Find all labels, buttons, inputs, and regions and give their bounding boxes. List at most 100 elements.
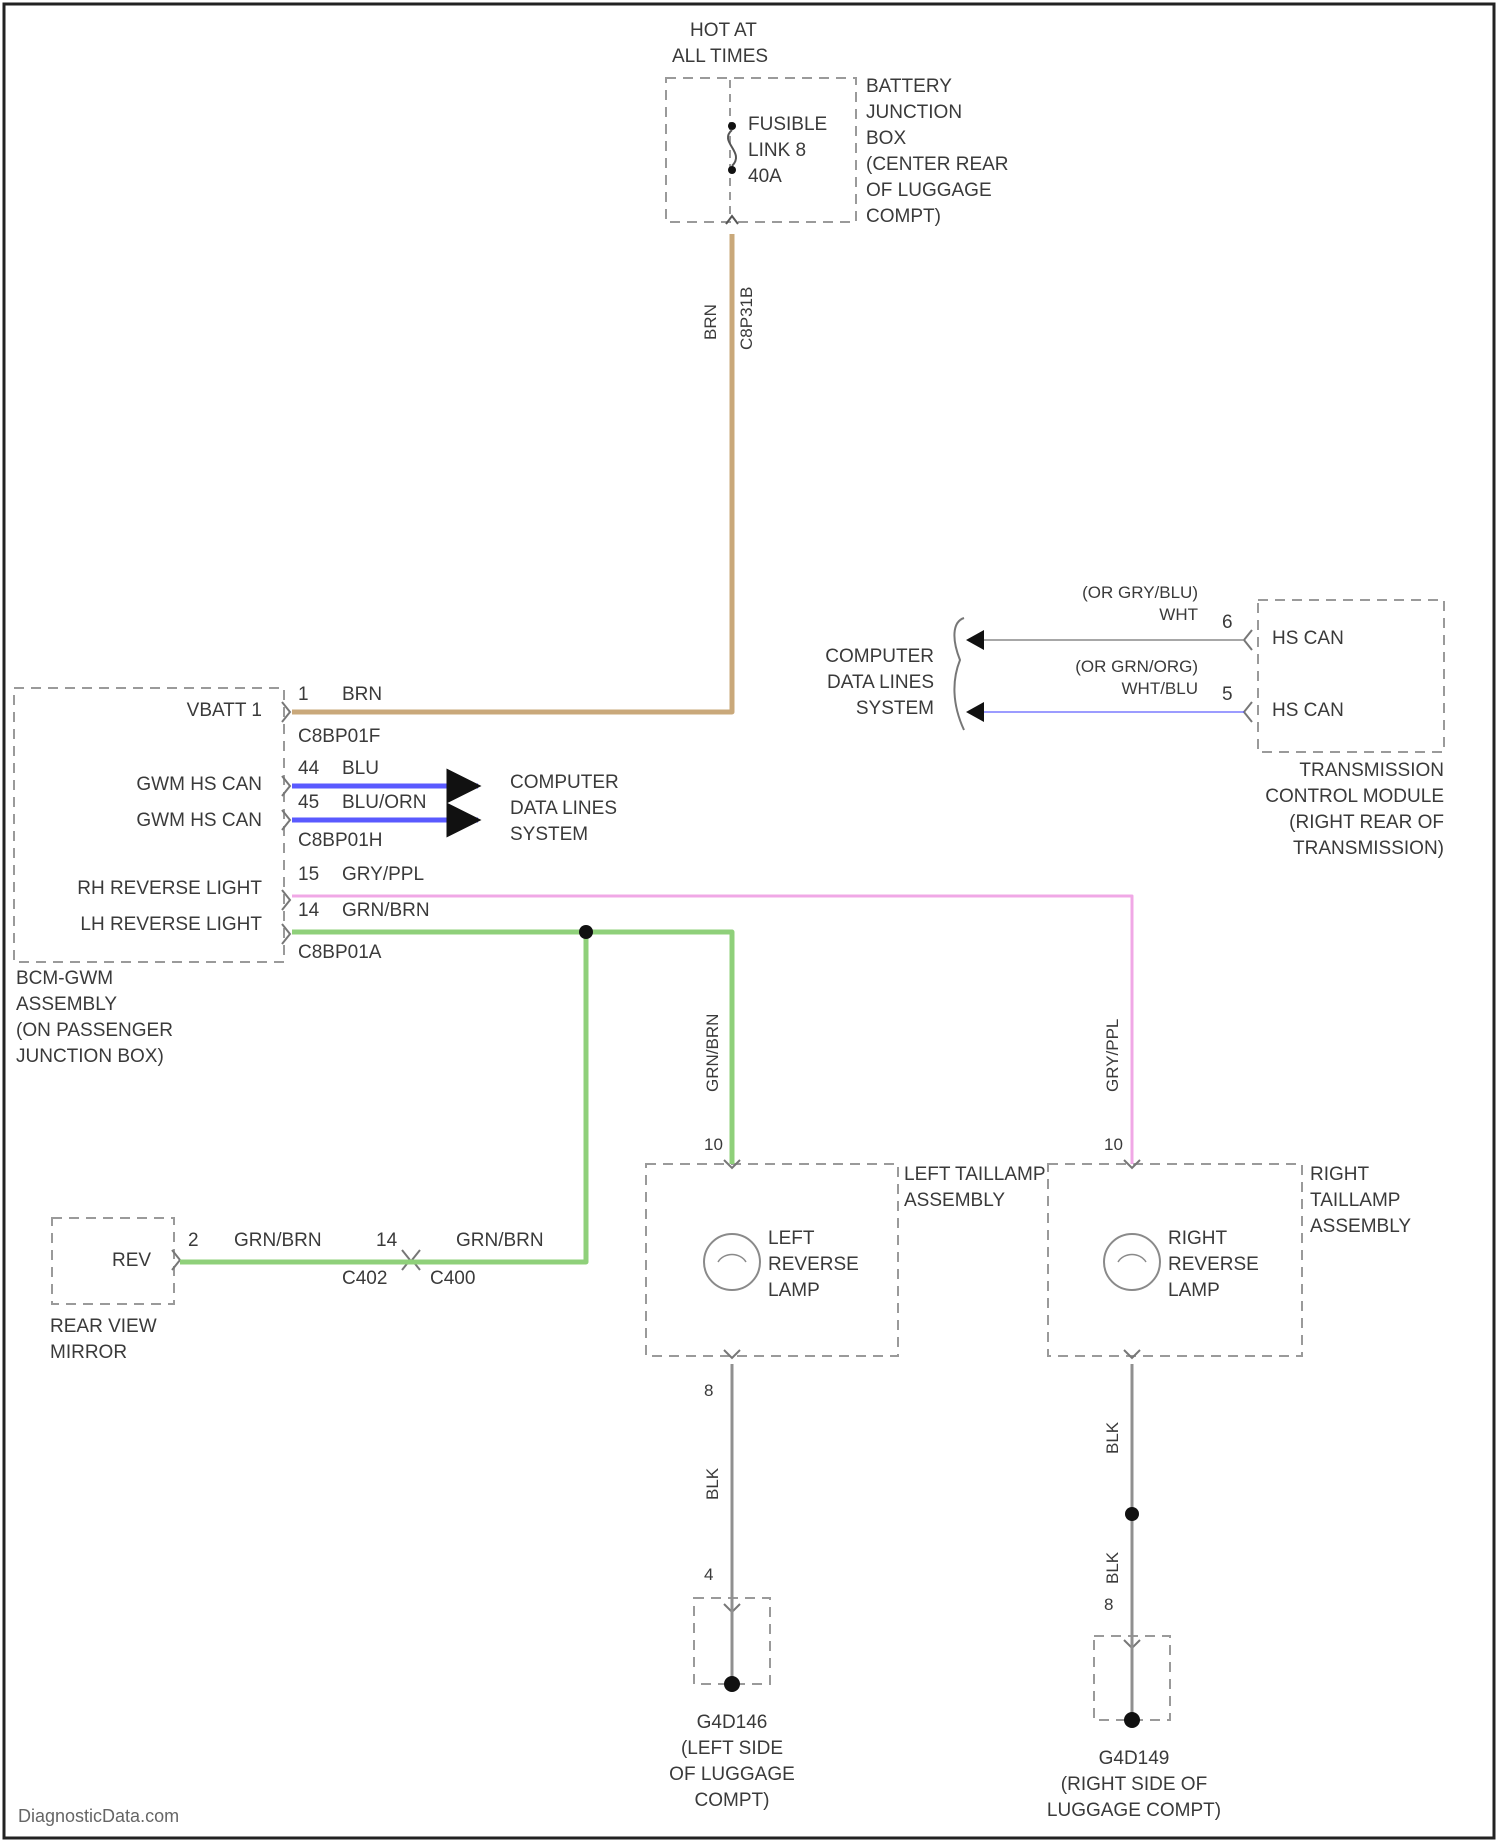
tcm-wire1-alt: (OR GRY/BLU)	[1082, 583, 1198, 602]
bcm-label-2: ASSEMBLY	[16, 994, 117, 1015]
data-lines-left-1: COMPUTER	[510, 772, 619, 793]
hot-label-2: ALL TIMES	[672, 46, 768, 67]
left-lamp-pin-top: 10	[704, 1135, 723, 1154]
mirror-wire-color-2: GRN/BRN	[456, 1230, 544, 1251]
wire-grn-to-mirror	[180, 932, 586, 1262]
right-taillamp-assembly: GRY/PPL 10 RIGHT REVERSE LAMP RIGHT TAIL…	[1047, 1019, 1411, 1821]
battery-wire-color: BRN	[701, 304, 720, 340]
bcm-connector-3: C8BP01A	[298, 942, 382, 963]
battery-connector: C8P31B	[737, 287, 756, 350]
data-lines-left-3: SYSTEM	[510, 824, 588, 845]
right-lamp-label-2: REVERSE	[1168, 1254, 1259, 1275]
left-lamp-label-1: LEFT	[768, 1228, 815, 1249]
tcm-signal-2: HS CAN	[1272, 700, 1344, 721]
bcm-wire-color-44: BLU	[342, 758, 379, 779]
data-lines-left-2: DATA LINES	[510, 798, 617, 819]
battery-junction-box: HOT AT ALL TIMES FUSIBLE LINK 8 40A BATT…	[666, 20, 1009, 350]
tcm-label-2: CONTROL MODULE	[1265, 786, 1444, 807]
bcm-pin-num-15: 15	[298, 864, 319, 885]
tcm-label-1: TRANSMISSION	[1299, 760, 1444, 781]
hot-label-1: HOT AT	[690, 20, 757, 41]
bcm-pin-name-lh-reverse: LH REVERSE LIGHT	[80, 914, 262, 935]
splice-right-ground	[1125, 1507, 1139, 1521]
tcm-box-outline	[1258, 600, 1444, 752]
mirror-connector-b: C400	[430, 1268, 475, 1289]
mirror-pin-name: REV	[112, 1250, 151, 1271]
battery-box-label-1: BATTERY	[866, 76, 952, 97]
fusible-link-label-3: 40A	[748, 166, 782, 187]
right-lamp-label-1: RIGHT	[1168, 1228, 1228, 1249]
bcm-connector-2: C8BP01H	[298, 830, 383, 851]
bcm-label-4: JUNCTION BOX)	[16, 1046, 164, 1067]
battery-box-label-2: JUNCTION	[866, 102, 962, 123]
bcm-wire-color-45: BLU/ORN	[342, 792, 426, 813]
splice-grn	[579, 925, 593, 939]
battery-box-label-5: OF LUGGAGE	[866, 180, 992, 201]
left-assembly-label-1: LEFT TAILLAMP	[904, 1164, 1046, 1185]
tcm-data-lines-1: COMPUTER	[825, 646, 934, 667]
tcm-pin-6: 6	[1222, 612, 1233, 633]
bcm-pin-name-hs-can-1: GWM HS CAN	[136, 774, 262, 795]
mirror-connector-pin: 14	[376, 1230, 398, 1251]
left-ground-pin: 4	[704, 1565, 713, 1584]
right-lamp-label-3: LAMP	[1168, 1280, 1220, 1301]
transmission-control-module: HS CAN HS CAN 6 5 (OR GRY/BLU) WHT (OR G…	[825, 583, 1444, 859]
mirror-connector-a: C402	[342, 1268, 387, 1289]
right-ground-label-3: LUGGAGE COMPT)	[1047, 1800, 1221, 1821]
right-lamp-wire-color: GRY/PPL	[1103, 1019, 1122, 1092]
bcm-label-3: (ON PASSENGER	[16, 1020, 173, 1041]
left-ground-label-2: (LEFT SIDE	[681, 1738, 783, 1759]
right-ground-wire-color-2: BLK	[1103, 1551, 1122, 1584]
bcm-pin-num-1: 1	[298, 684, 309, 705]
right-ground-pin: 8	[1104, 1595, 1113, 1614]
tcm-data-lines-2: DATA LINES	[827, 672, 934, 693]
wire-brn-battery-to-bcm	[292, 234, 732, 712]
bcm-pin-num-44: 44	[298, 758, 320, 779]
tcm-label-3: (RIGHT REAR OF	[1289, 812, 1444, 833]
left-ground-label-1: G4D146	[697, 1712, 768, 1733]
wire-grn-lh-reverse	[292, 932, 732, 1164]
rear-view-mirror: REV 2 GRN/BRN 14 GRN/BRN C402 C400 REAR …	[50, 1218, 544, 1363]
tcm-signal-1: HS CAN	[1272, 628, 1344, 649]
left-ground-label-4: COMPT)	[695, 1790, 770, 1811]
mirror-label-1: REAR VIEW	[50, 1316, 157, 1337]
right-assembly-label-3: ASSEMBLY	[1310, 1216, 1411, 1237]
right-ground-label-1: G4D149	[1099, 1748, 1170, 1769]
data-lines-left: COMPUTER DATA LINES SYSTEM	[510, 772, 619, 845]
battery-box-label-3: BOX	[866, 128, 906, 149]
bcm-wire-color-1: BRN	[342, 684, 382, 705]
mirror-label-2: MIRROR	[50, 1342, 127, 1363]
tcm-wire2-alt: (OR GRN/ORG)	[1075, 657, 1198, 676]
bcm-pin-name-rh-reverse: RH REVERSE LIGHT	[77, 878, 262, 899]
fusible-link-label-1: FUSIBLE	[748, 114, 827, 135]
tcm-wire1-color: WHT	[1159, 605, 1198, 624]
tcm-data-lines-3: SYSTEM	[856, 698, 934, 719]
bcm-label-1: BCM-GWM	[16, 968, 113, 989]
bcm-wire-color-15: GRY/PPL	[342, 864, 424, 885]
left-ground-label-3: OF LUGGAGE	[669, 1764, 795, 1785]
left-lamp-bulb	[704, 1234, 760, 1290]
mirror-wire-color: GRN/BRN	[234, 1230, 322, 1251]
left-assembly-label-2: ASSEMBLY	[904, 1190, 1005, 1211]
right-assembly-label-2: TAILLAMP	[1310, 1190, 1400, 1211]
battery-box-label-6: COMPT)	[866, 206, 941, 227]
left-lamp-pin-bottom: 8	[704, 1381, 713, 1400]
right-ground-wire-color: BLK	[1103, 1421, 1122, 1454]
bcm-pin-num-14: 14	[298, 900, 320, 921]
right-ground-label-2: (RIGHT SIDE OF	[1061, 1774, 1207, 1795]
bcm-pin-num-45: 45	[298, 792, 319, 813]
ground-point-right	[1124, 1712, 1140, 1728]
left-lamp-label-3: LAMP	[768, 1280, 820, 1301]
right-lamp-bulb	[1104, 1234, 1160, 1290]
mirror-pin-number: 2	[188, 1230, 199, 1251]
ground-point-left	[724, 1676, 740, 1692]
right-assembly-label-1: RIGHT	[1310, 1164, 1370, 1185]
battery-box-label-4: (CENTER REAR	[866, 154, 1009, 175]
tcm-pin-5: 5	[1222, 684, 1233, 705]
bcm-pin-name-vbatt: VBATT 1	[187, 700, 262, 721]
bcm-pin-name-hs-can-2: GWM HS CAN	[136, 810, 262, 831]
bcm-assembly: VBATT 1 GWM HS CAN GWM HS CAN RH REVERSE…	[14, 684, 430, 1067]
watermark: DiagnosticData.com	[18, 1806, 179, 1826]
right-lamp-pin-top: 10	[1104, 1135, 1123, 1154]
